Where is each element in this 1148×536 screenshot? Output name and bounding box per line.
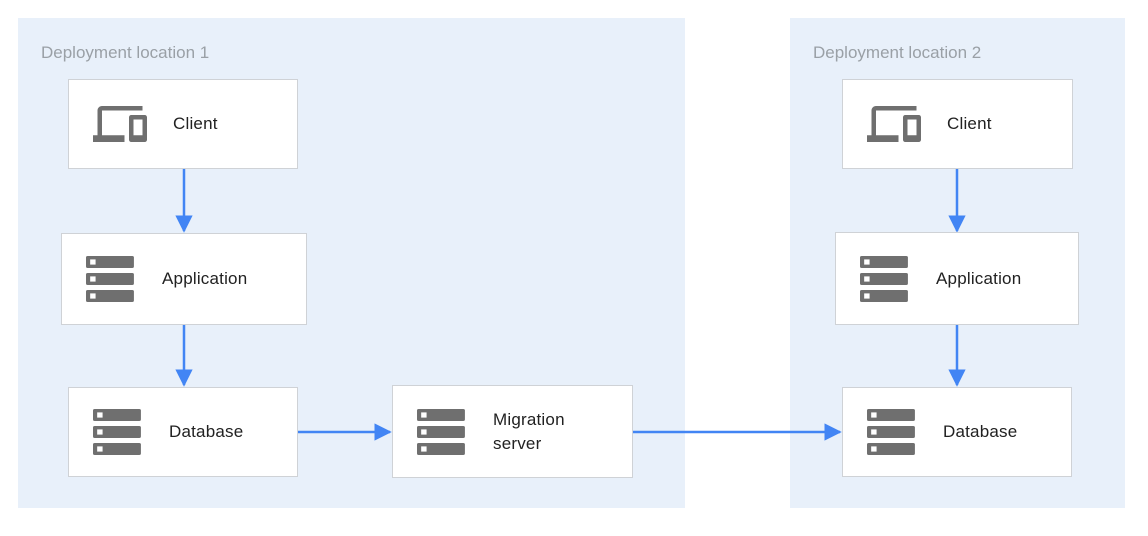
devices-icon	[93, 106, 147, 142]
node-label: Application	[162, 269, 248, 288]
node-client-1: Client	[68, 79, 298, 169]
zone-label: Deployment location 1	[41, 43, 210, 62]
node-label: Client	[947, 114, 992, 133]
server-stack-icon	[86, 256, 134, 302]
node-label: Application	[936, 268, 1022, 288]
node-client-2: Client	[842, 79, 1073, 169]
node-database-1: Database	[68, 387, 298, 477]
node-label: Migration server	[493, 409, 565, 453]
zone-label: Deployment location 2	[813, 43, 982, 62]
node-database-2: Database	[842, 387, 1072, 477]
node-application-2: Application	[835, 232, 1079, 325]
node-migration-server: Migration server	[392, 385, 633, 478]
node-label: Database	[943, 422, 1018, 441]
node-application-1: Application	[61, 233, 307, 325]
node-label: Client	[173, 114, 218, 133]
server-stack-icon	[860, 255, 908, 302]
node-label: Database	[169, 422, 244, 441]
server-stack-icon	[867, 409, 915, 455]
devices-icon	[867, 106, 921, 142]
server-stack-icon	[417, 408, 465, 455]
server-stack-icon	[93, 409, 141, 455]
